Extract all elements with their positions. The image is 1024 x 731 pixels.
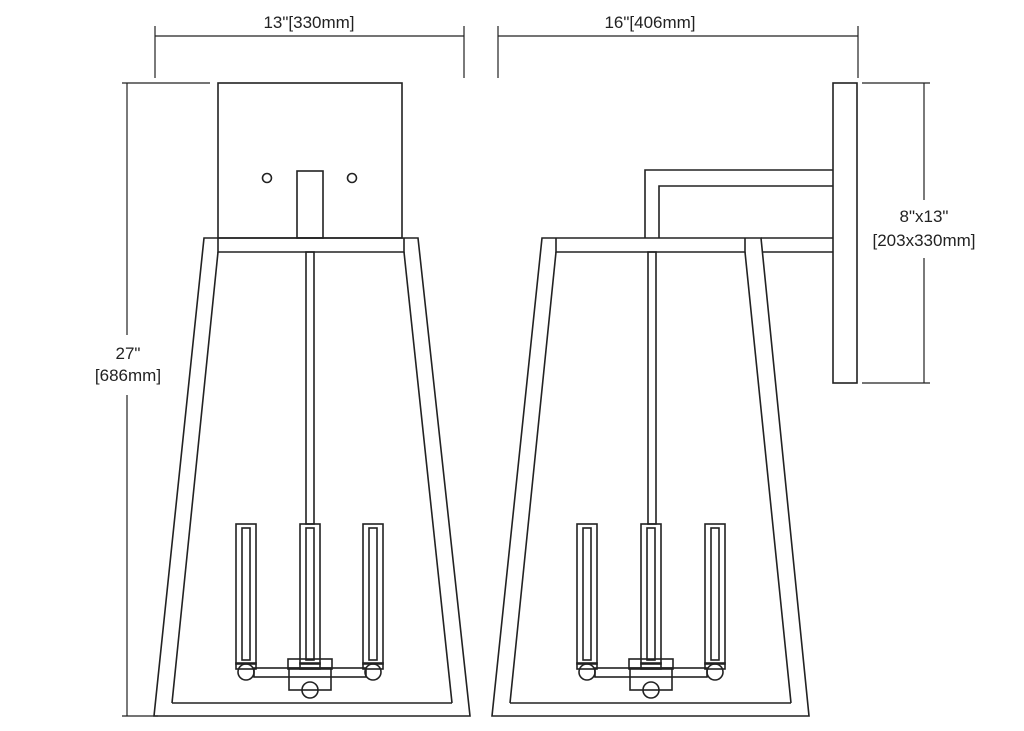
mounting-screw-right bbox=[346, 172, 358, 184]
front-frame bbox=[153, 237, 471, 717]
side-arm bbox=[644, 169, 833, 238]
height-mm-label: [686mm] bbox=[95, 366, 161, 385]
front-arm-stub bbox=[296, 170, 324, 239]
dimension-labels: 13"[330mm] 16"[406mm] 27" [686mm] 8"x13"… bbox=[95, 13, 976, 385]
dimension-lines bbox=[122, 26, 930, 717]
side-center-rod bbox=[647, 251, 657, 525]
side-cluster-base bbox=[576, 658, 726, 699]
height-inch-label: 27" bbox=[116, 344, 141, 363]
backplate-inch-label: 8"x13" bbox=[900, 207, 949, 226]
backplate-mm-label: [203x330mm] bbox=[873, 231, 976, 250]
side-wall-plate bbox=[832, 82, 858, 384]
front-view bbox=[153, 82, 471, 717]
side-frame bbox=[491, 237, 833, 717]
side-depth-label: 16"[406mm] bbox=[604, 13, 695, 32]
front-width-label: 13"[330mm] bbox=[263, 13, 354, 32]
front-cluster-base bbox=[235, 658, 384, 699]
side-candles bbox=[576, 523, 726, 665]
front-candles bbox=[235, 523, 384, 665]
mounting-screw-left bbox=[261, 172, 273, 184]
front-backplate bbox=[217, 82, 403, 239]
front-center-rod bbox=[305, 251, 315, 525]
side-view bbox=[491, 82, 858, 717]
